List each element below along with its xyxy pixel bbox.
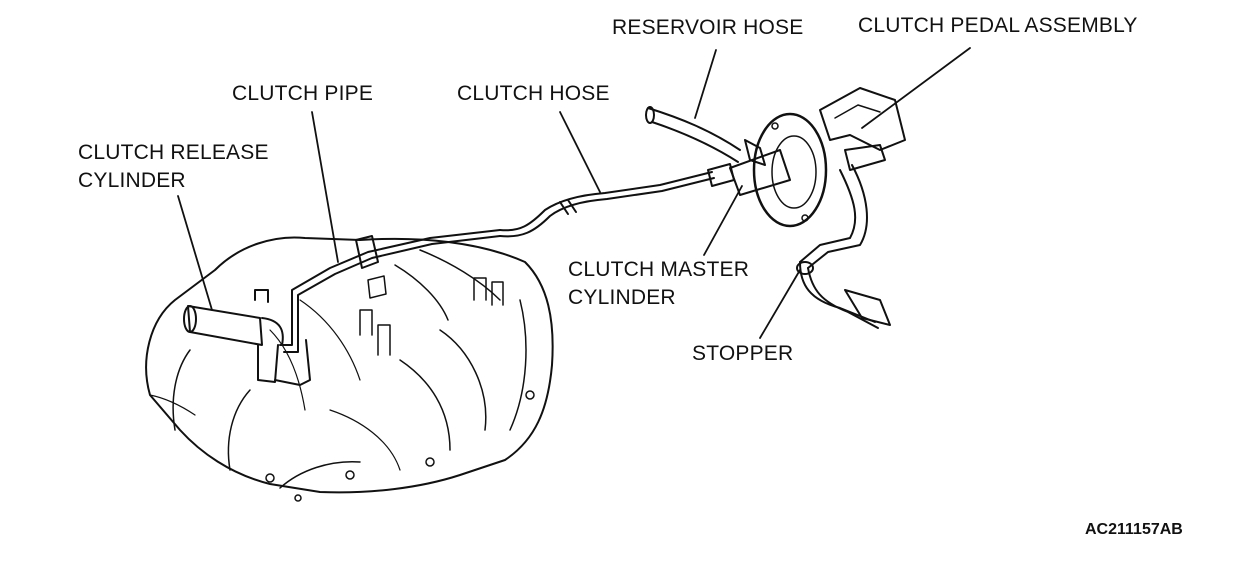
leader-clutch-pedal-assembly	[861, 47, 971, 129]
label-reservoir-hose: RESERVOIR HOSE	[612, 16, 804, 39]
leader-stopper	[759, 269, 801, 339]
leader-lines	[177, 47, 971, 339]
figure-code: AC211157AB	[1085, 521, 1183, 538]
label-clutch-pipe: CLUTCH PIPE	[232, 82, 374, 105]
leader-reservoir-hose	[694, 49, 717, 119]
label-clutch-pedal-assembly: CLUTCH PEDAL ASSEMBLY	[858, 14, 1138, 37]
label-clutch-release-cylinder-line1: CLUTCH RELEASE	[78, 141, 269, 164]
label-clutch-master-cylinder-line1: CLUTCH MASTER	[568, 258, 750, 281]
clutch-pipe-part	[274, 229, 501, 386]
label-clutch-hose: CLUTCH HOSE	[457, 82, 610, 105]
leader-clutch-release-cylinder	[177, 195, 213, 311]
leader-clutch-master-cylinder	[703, 185, 743, 256]
leader-clutch-hose	[559, 111, 601, 193]
reservoir-hose-part	[645, 106, 741, 163]
clutch-release-cylinder-part	[183, 289, 284, 383]
transaxle-housing	[145, 236, 554, 502]
label-stopper: STOPPER	[692, 342, 794, 365]
leader-clutch-pipe	[311, 111, 339, 263]
label-clutch-master-cylinder-line2: CYLINDER	[568, 286, 676, 309]
clutch-master-cylinder-part	[729, 112, 828, 228]
clutch-pedal-assembly-part	[796, 87, 906, 329]
label-clutch-release-cylinder-line2: CYLINDER	[78, 169, 186, 192]
clutch-hose-part	[499, 163, 735, 238]
